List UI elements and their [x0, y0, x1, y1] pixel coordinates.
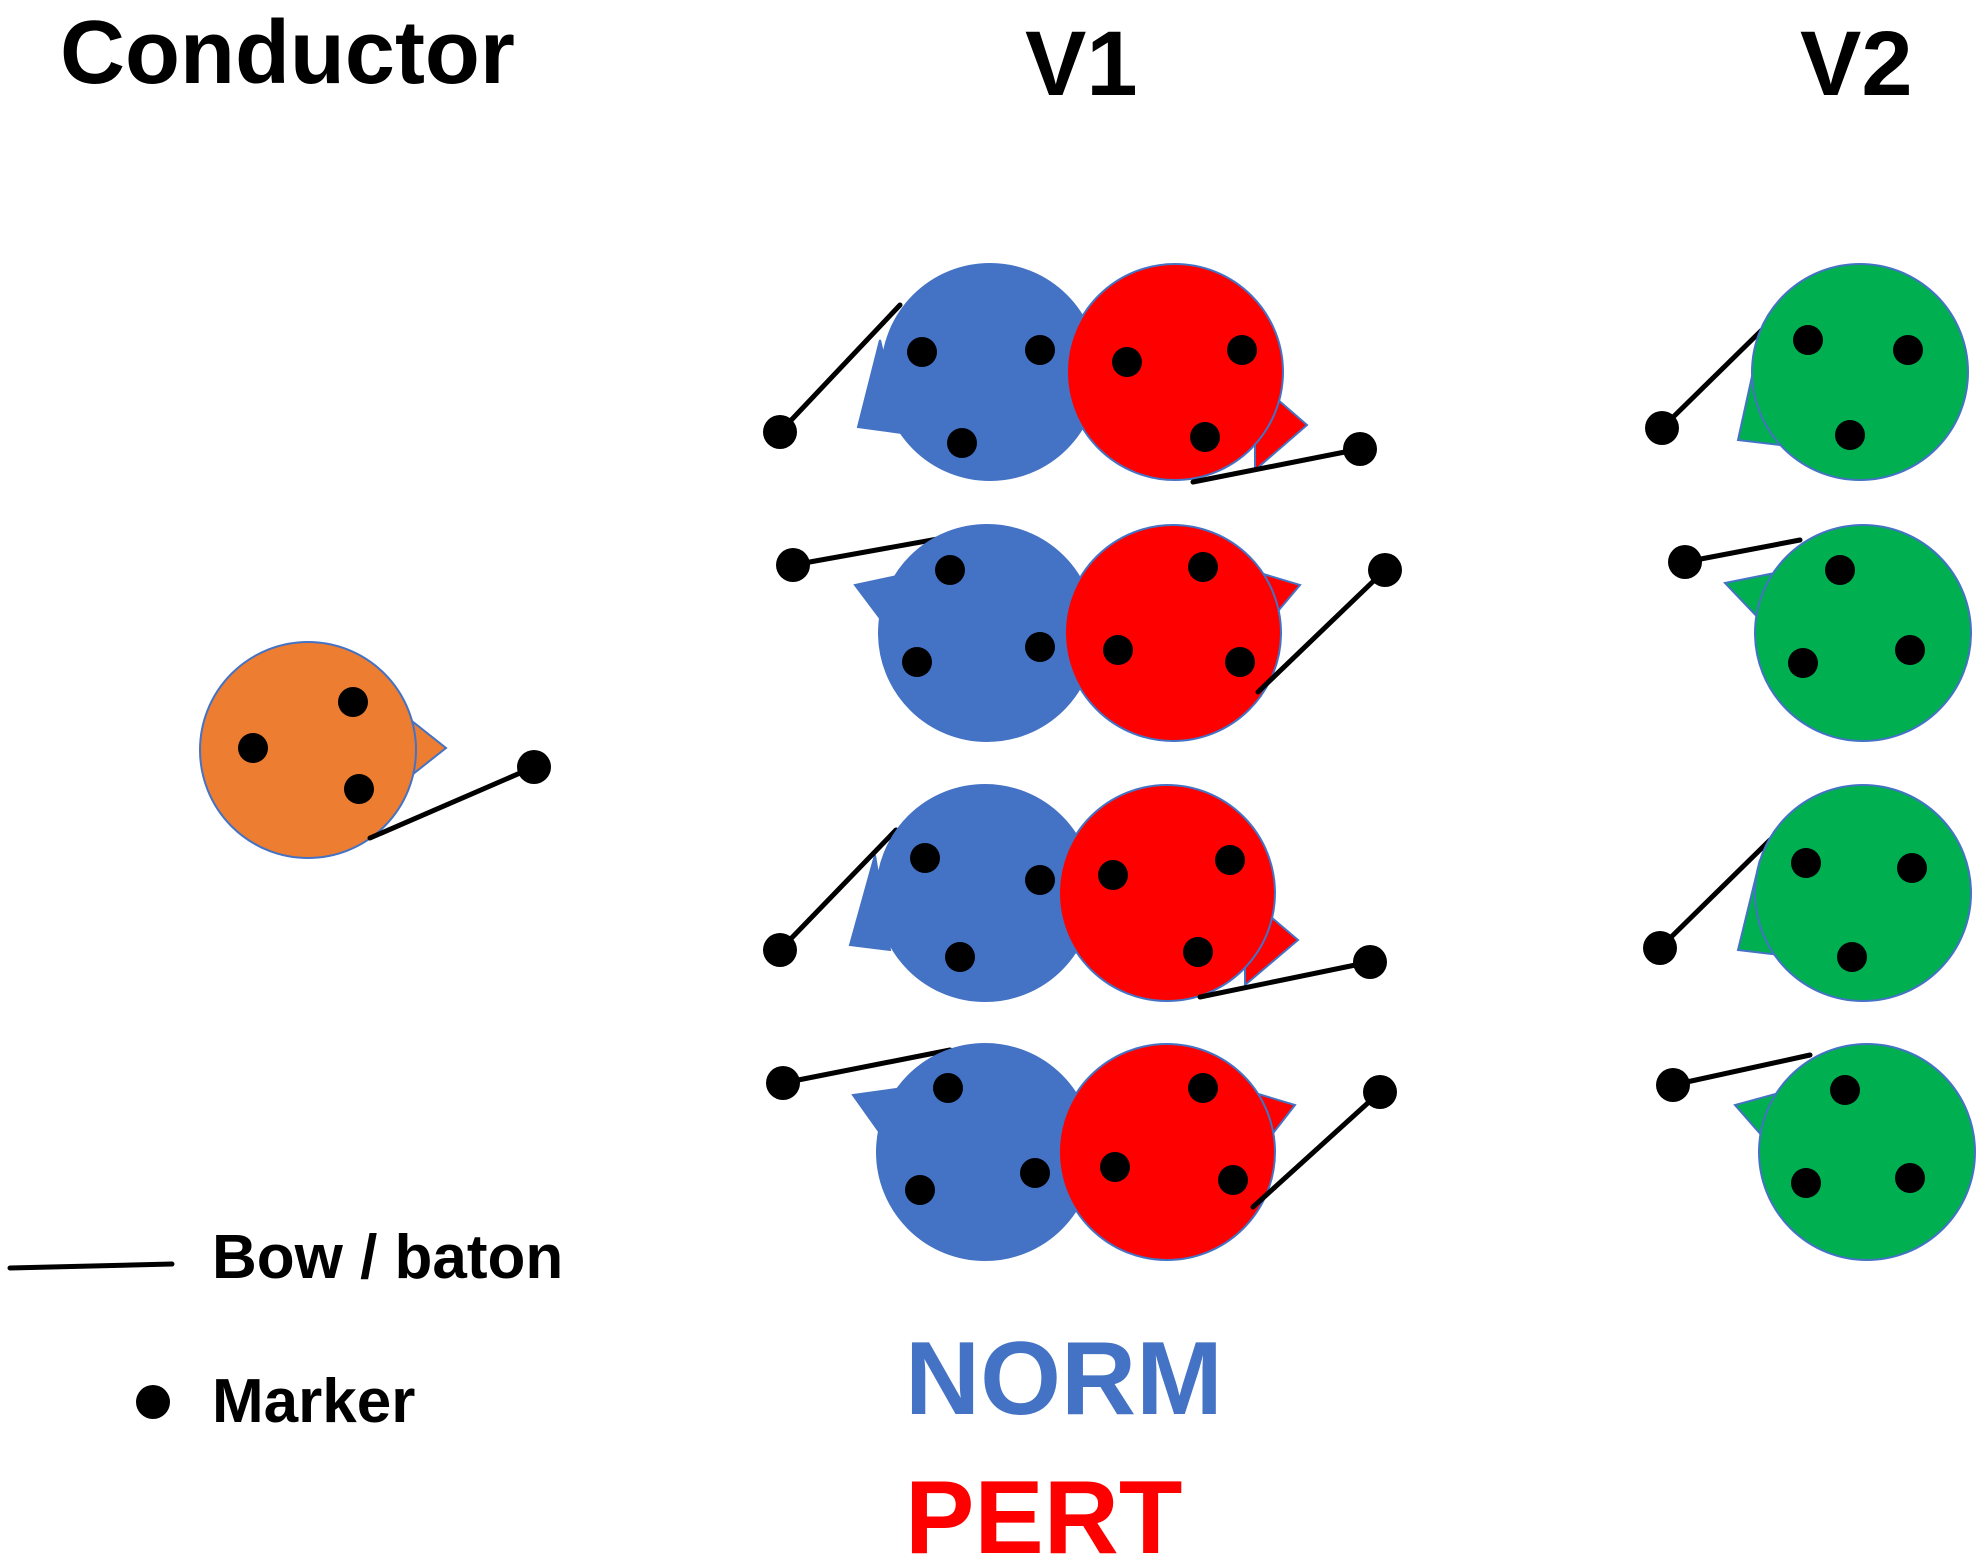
legend-marker-swatch [136, 1385, 170, 1419]
marker-dot [902, 647, 932, 677]
marker-dot [1793, 325, 1823, 355]
v2-row-1 [1645, 263, 1969, 481]
marker-dot [1188, 552, 1218, 582]
bow [777, 302, 903, 435]
v1-row-4 [766, 1043, 1397, 1261]
marker-dot [1103, 635, 1133, 665]
marker-dot [1025, 632, 1055, 662]
marker-dot [1343, 432, 1377, 466]
heading-v2: V2 [1800, 13, 1913, 115]
v2-violinist-head [1754, 784, 1972, 1002]
v2-violinist-head [1751, 263, 1969, 481]
v2-violinist-head [1758, 1043, 1976, 1261]
v1-row-3 [763, 784, 1387, 1002]
marker-dot [1825, 555, 1855, 585]
pert-violinist-head [1064, 524, 1282, 742]
marker-dot [517, 750, 551, 784]
v1-row-2 [776, 524, 1402, 742]
bow [1657, 837, 1773, 951]
marker-dot [1835, 420, 1865, 450]
marker-dot [1183, 937, 1213, 967]
v2-row-4 [1656, 1043, 1976, 1261]
conductor-figure [199, 641, 551, 859]
marker-dot [1791, 848, 1821, 878]
bow [1250, 1089, 1383, 1210]
marker-dot [1788, 648, 1818, 678]
baton [367, 764, 537, 841]
conductor-head [199, 641, 417, 859]
marker-dot [1020, 1158, 1050, 1188]
marker-dot [933, 1073, 963, 1103]
marker-dot [905, 1175, 935, 1205]
norm-label: NORM [905, 1321, 1223, 1437]
marker-dot [1895, 635, 1925, 665]
pert-violinist-head [1058, 1043, 1276, 1261]
marker-dot [945, 942, 975, 972]
marker-dot [338, 687, 368, 717]
marker-dot [1215, 845, 1245, 875]
bow [1670, 1052, 1813, 1088]
marker-dot [907, 337, 937, 367]
marker-dot [1188, 1073, 1218, 1103]
marker-dot [1025, 865, 1055, 895]
marker-dot [1227, 335, 1257, 365]
norm-violinist-head [878, 524, 1096, 742]
bow [1197, 959, 1373, 1000]
marker-dot [1353, 945, 1387, 979]
heading-conductor: Conductor [60, 3, 515, 103]
marker-dot [238, 733, 268, 763]
bow [780, 1047, 953, 1086]
pert-label: PERT [905, 1460, 1182, 1561]
bow [1255, 567, 1388, 695]
marker-dot [910, 843, 940, 873]
v2-row-3 [1643, 784, 1972, 1002]
marker-dot [766, 1066, 800, 1100]
marker-dot [947, 428, 977, 458]
marker-dot [763, 933, 797, 967]
pert-violinist-head [1066, 263, 1284, 481]
legend: Bow / baton Marker [7, 1223, 563, 1436]
v2-violinist-head [1754, 524, 1972, 742]
marker-dot [1098, 860, 1128, 890]
marker-dot [1190, 422, 1220, 452]
legend-marker-label: Marker [212, 1367, 415, 1436]
marker-dot [1791, 1168, 1821, 1198]
marker-dot [1225, 647, 1255, 677]
marker-dot [1656, 1068, 1690, 1102]
marker-dot [1895, 1163, 1925, 1193]
marker-dot [1218, 1165, 1248, 1195]
marker-dot [763, 415, 797, 449]
marker-dot [1363, 1075, 1397, 1109]
marker-dot [344, 774, 374, 804]
heading-v1: V1 [1025, 13, 1138, 115]
bow [1682, 537, 1803, 565]
marker-dot [1897, 853, 1927, 883]
marker-dot [1837, 942, 1867, 972]
marker-dot [1643, 931, 1677, 965]
marker-dot [776, 548, 810, 582]
marker-dot [1893, 335, 1923, 365]
bow [1659, 319, 1773, 431]
marker-dot [1668, 545, 1702, 579]
v1-row-1 [763, 263, 1377, 485]
marker-dot [1025, 335, 1055, 365]
pert-violinist-head [1058, 784, 1276, 1002]
marker-dot [935, 555, 965, 585]
legend-bow-label: Bow / baton [212, 1223, 563, 1292]
marker-dot [1368, 553, 1402, 587]
marker-dot [1112, 347, 1142, 377]
norm-violinist-head [881, 263, 1099, 481]
legend-bow-swatch [7, 1261, 175, 1271]
bow [1190, 446, 1363, 485]
marker-dot [1830, 1075, 1860, 1105]
v2-row-2 [1668, 524, 1972, 742]
bow [777, 827, 899, 953]
marker-dot [1100, 1152, 1130, 1182]
marker-dot [1645, 411, 1679, 445]
